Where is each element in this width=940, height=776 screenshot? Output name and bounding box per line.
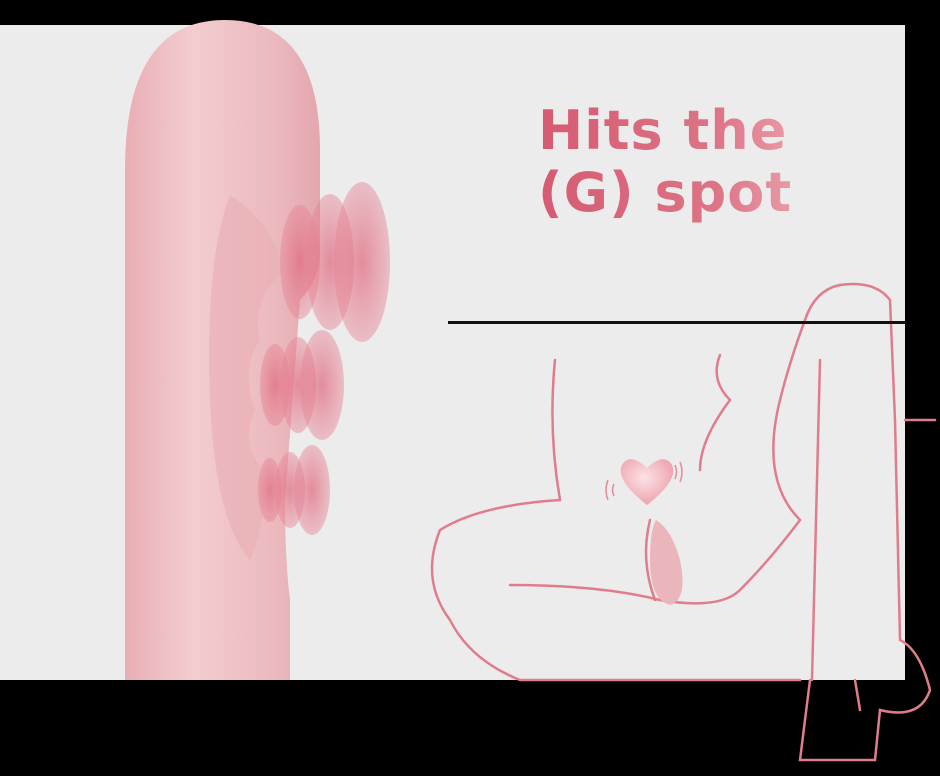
toy-tip xyxy=(650,520,683,605)
heart-icon xyxy=(605,459,683,505)
vibration-pulse-icon xyxy=(258,182,390,535)
divider-line xyxy=(448,321,905,324)
body-outline-drawing xyxy=(430,282,937,762)
headline: Hits the (G) spot xyxy=(538,100,792,224)
headline-line-1: Hits the xyxy=(538,99,788,162)
headline-line-2: (G) spot xyxy=(538,161,793,224)
